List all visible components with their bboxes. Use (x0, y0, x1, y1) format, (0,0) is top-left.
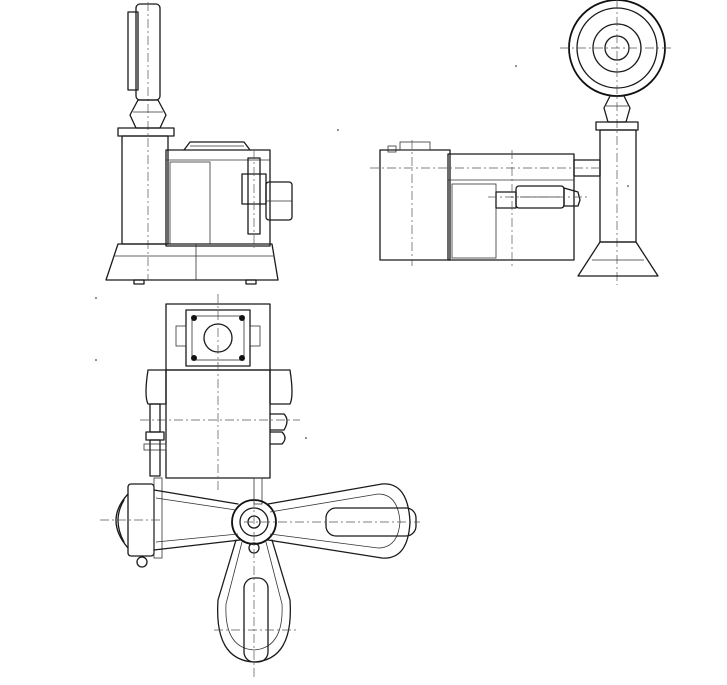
front-view (105, 2, 293, 285)
top-view (100, 294, 420, 680)
side-view (370, 0, 674, 285)
scan-specks (95, 65, 629, 439)
